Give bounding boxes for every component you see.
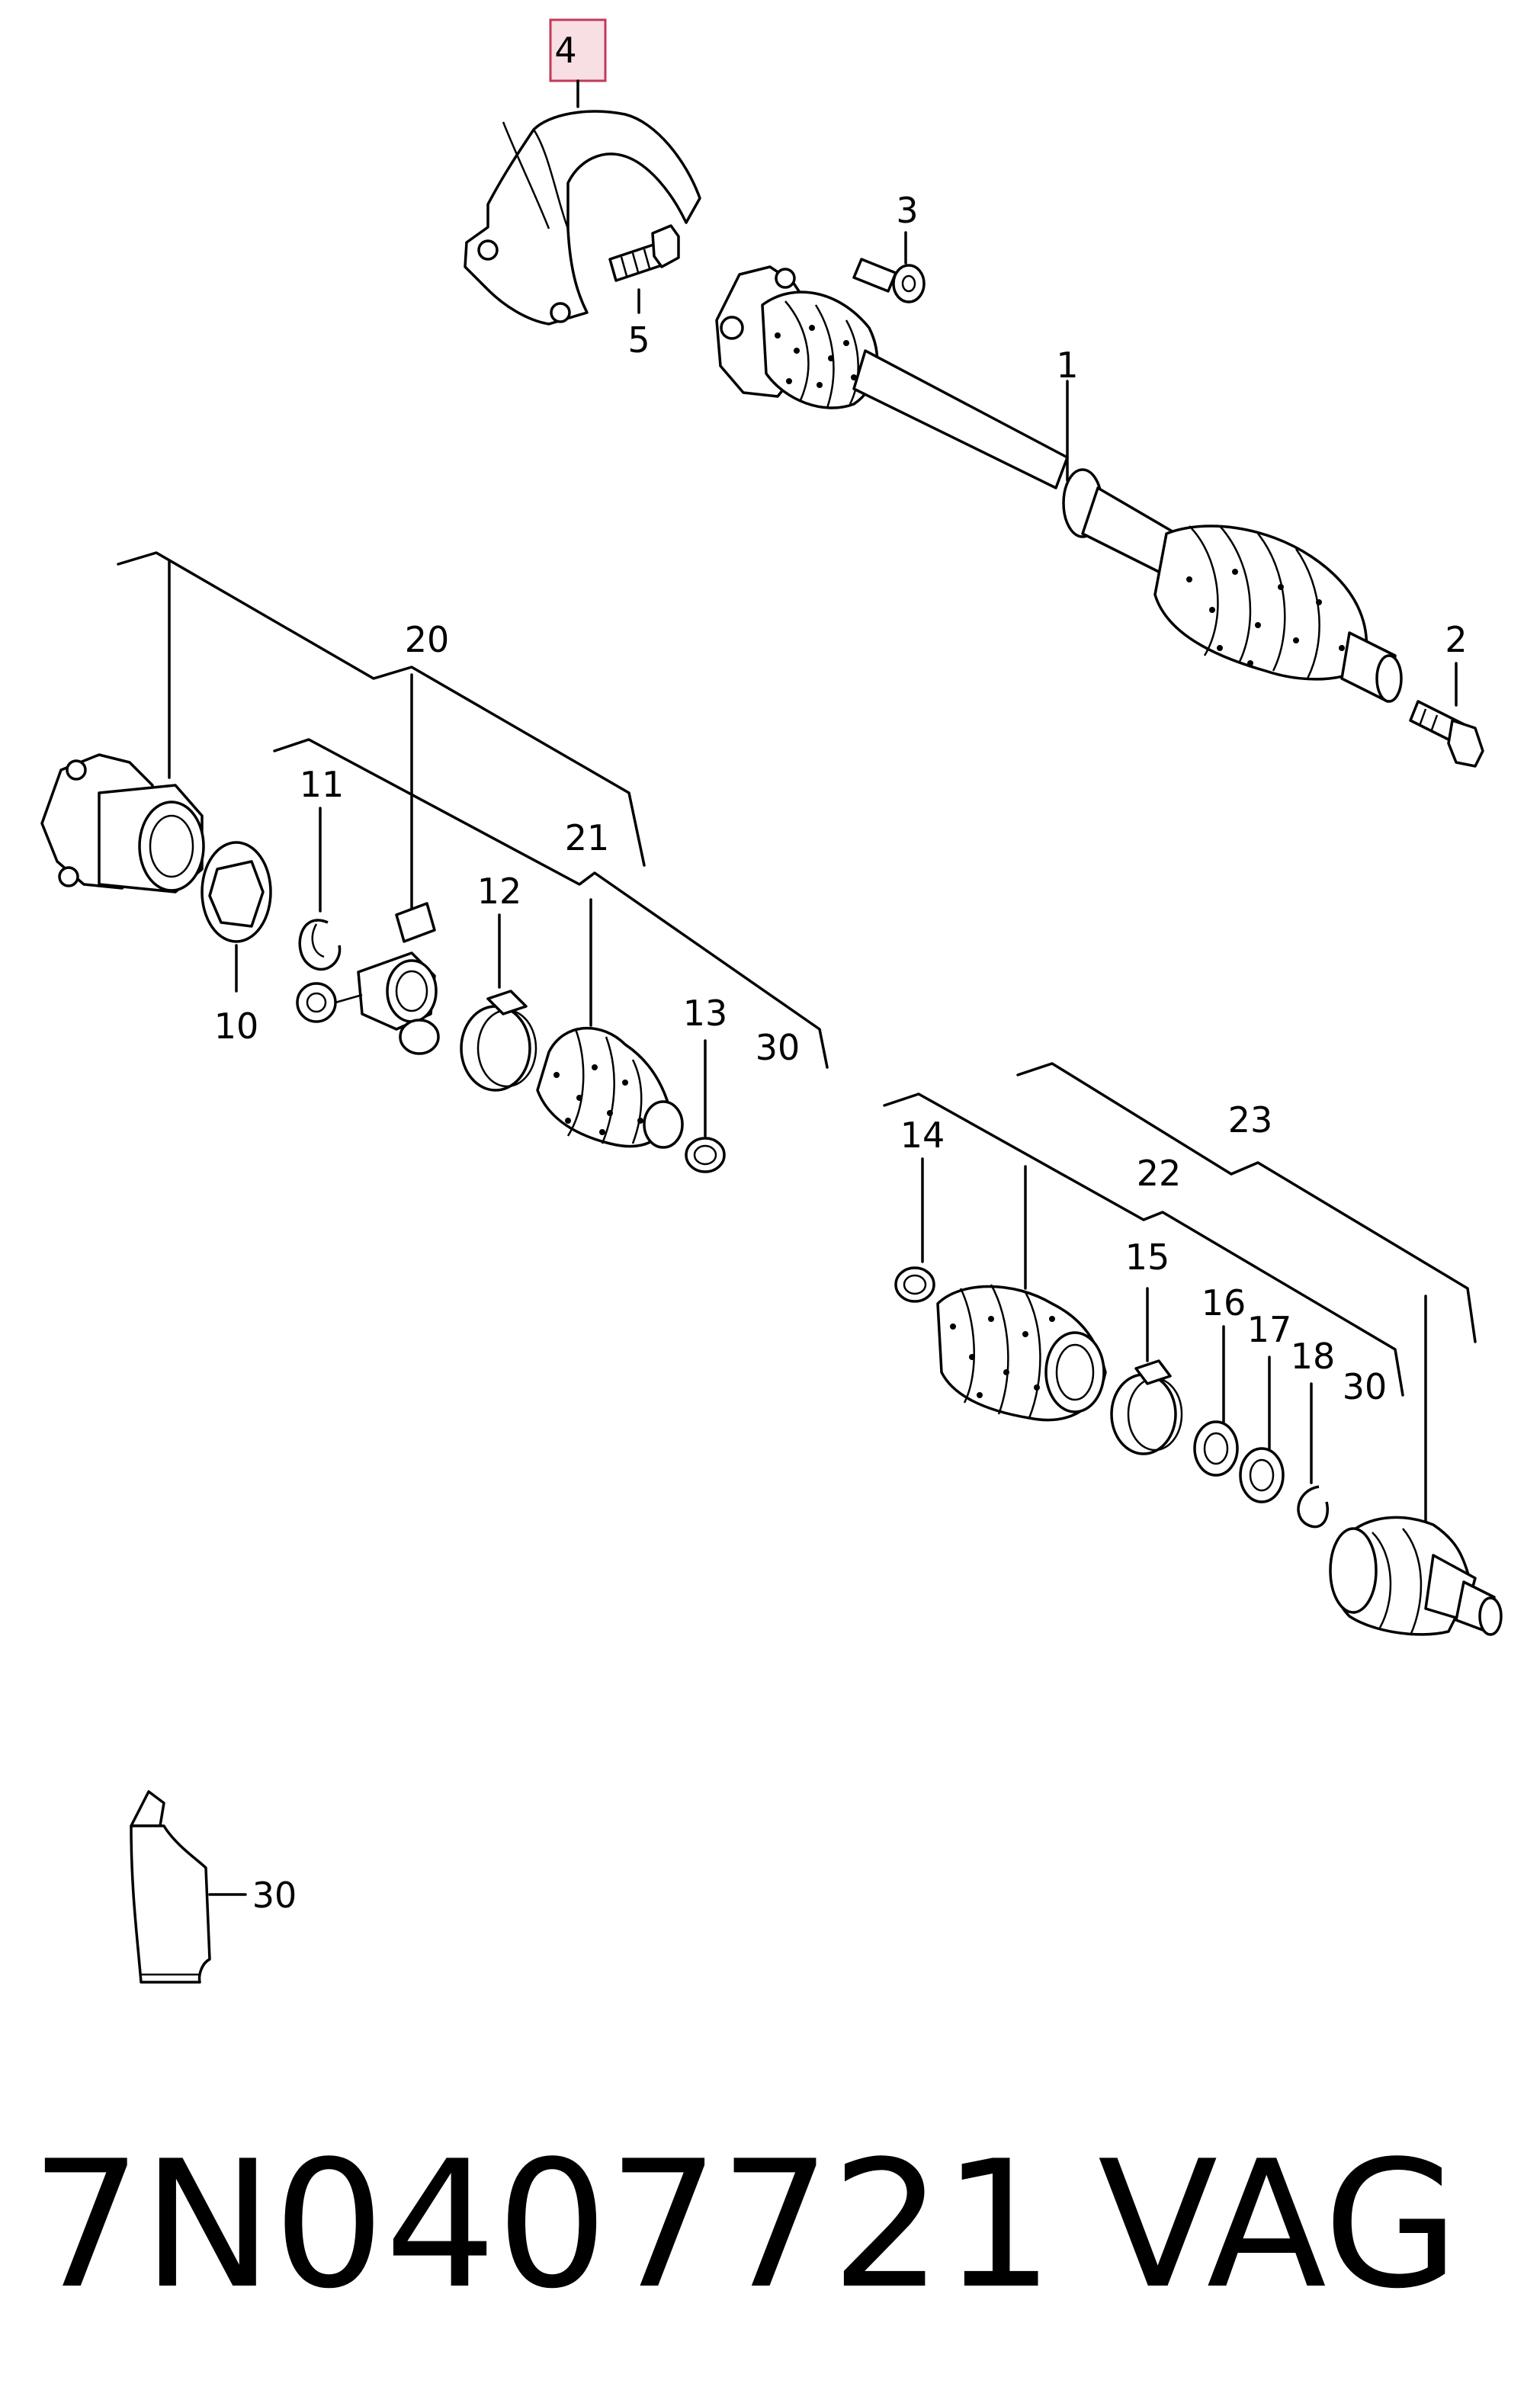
callout-10: 10 [214, 1006, 259, 1047]
part-2-bolt[interactable] [1409, 662, 1484, 768]
callout-30-grease: 30 [252, 1875, 297, 1916]
outer-boot[interactable] [936, 1284, 1107, 1422]
part-3-screw[interactable] [852, 231, 926, 303]
bracket-23 [1016, 1062, 1477, 1542]
callout-30-lower: 30 [1343, 1366, 1388, 1407]
bracket-22 [883, 1092, 1404, 1397]
callout-5: 5 [627, 319, 650, 361]
callout-14: 14 [900, 1115, 945, 1156]
inner-joint-housing[interactable] [40, 753, 205, 894]
callout-2: 2 [1445, 619, 1467, 660]
outer-boot-texture [950, 1316, 1055, 1398]
callout-15: 15 [1125, 1237, 1170, 1278]
part-16-washer[interactable] [1193, 1325, 1239, 1477]
part-number: 7N0407721 [30, 2124, 1054, 2328]
outer-cv-joint[interactable] [1329, 1516, 1503, 1636]
part-14-small-clamp[interactable] [894, 1157, 935, 1303]
footer: 7N0407721 VAG [30, 2127, 1525, 2325]
part-4-heat-shield[interactable] [464, 18, 701, 326]
part-11-circlip[interactable] [298, 807, 342, 971]
callout-22: 22 [1137, 1153, 1182, 1194]
callout-18: 18 [1291, 1336, 1336, 1377]
callout-3: 3 [896, 190, 918, 231]
inner-boot[interactable] [536, 1027, 684, 1149]
tripod-joint[interactable] [296, 902, 440, 1055]
part-10-gasket[interactable] [201, 841, 272, 993]
part-5-bolt[interactable] [608, 224, 680, 314]
callout-23: 23 [1228, 1099, 1273, 1141]
callout-12: 12 [477, 871, 522, 912]
grease-tube[interactable] [130, 1790, 247, 1984]
callout-17: 17 [1247, 1309, 1292, 1350]
callout-1: 1 [1056, 345, 1078, 386]
callout-11: 11 [300, 764, 345, 805]
callout-30-upper: 30 [756, 1027, 800, 1068]
callout-4: 4 [554, 30, 576, 71]
callout-16: 16 [1202, 1282, 1246, 1323]
callout-20: 20 [405, 619, 450, 660]
part-15-clamp[interactable] [1110, 1287, 1183, 1455]
inner-boot-texture [553, 1064, 643, 1135]
callout-13: 13 [683, 993, 728, 1034]
brand-name: VAG [1098, 2124, 1460, 2328]
part-1-drive-shaft[interactable] [715, 265, 1403, 703]
boot-texture [775, 325, 1345, 666]
part-12-clamp[interactable] [460, 913, 537, 1092]
part-13-small-clamp[interactable] [685, 1039, 726, 1173]
callout-21: 21 [565, 817, 610, 858]
part-17-washer[interactable] [1239, 1355, 1285, 1503]
bracket-21 [273, 738, 829, 1069]
part-18-circlip[interactable] [1297, 1382, 1329, 1529]
